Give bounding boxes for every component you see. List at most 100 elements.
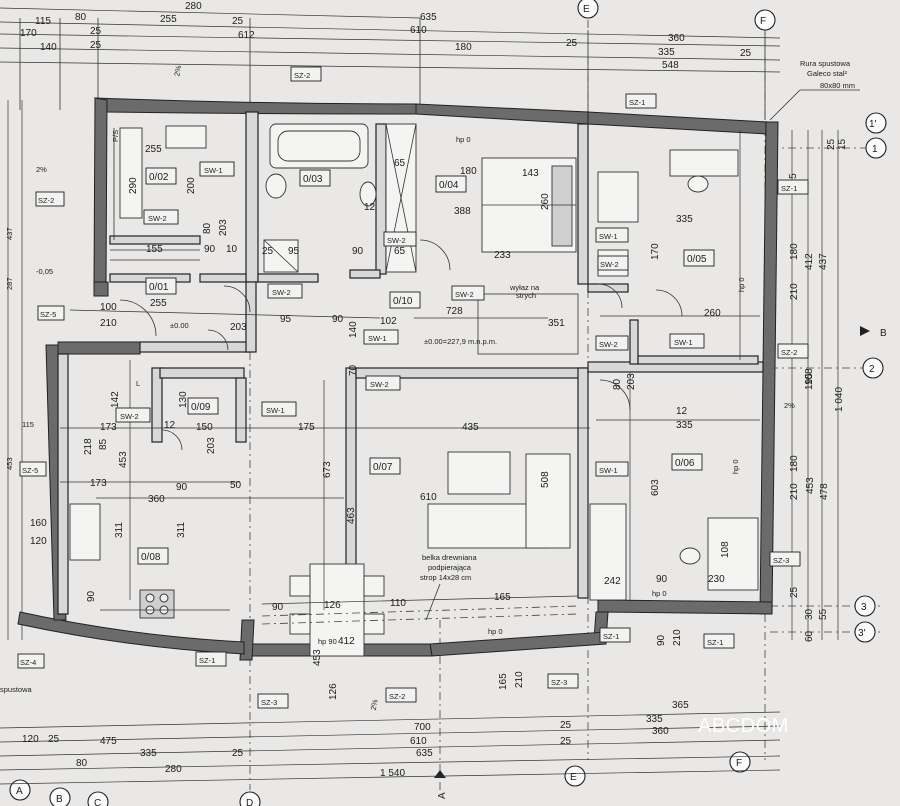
grid-label-3: 3 — [861, 602, 867, 613]
dim-int-102: 102 — [380, 316, 397, 327]
dim-int-351: 351 — [548, 318, 565, 329]
dim-bottom-365: 365 — [672, 700, 689, 711]
dim-int-70: 70 — [348, 364, 359, 376]
dim-int-230: 260 — [704, 308, 721, 319]
dim-int-728: 728 — [446, 306, 463, 317]
beam-note-2: podpierająca — [428, 563, 472, 572]
beam-note-1: belka drewniana — [422, 553, 477, 562]
downpipe-spec: Galeco stal² — [807, 69, 848, 78]
level-main: ±0.00=227,9 m.n.p.m. — [424, 337, 497, 346]
wall-label-sz2-bottom: SZ-2 — [389, 692, 405, 701]
dim-int-90f: 90 — [656, 574, 668, 585]
dim-right-180b: 180 — [789, 455, 800, 472]
dim-int-110: 242 — [604, 576, 621, 587]
dim-int-463: 463 — [346, 507, 357, 524]
dim-top-25b: 25 — [90, 26, 102, 37]
dim-int-175: 175 — [298, 422, 315, 433]
wall-label-sw2-c: SW-2 — [272, 288, 291, 297]
dim-right-478: 478 — [819, 483, 830, 500]
dim-top-255: 255 — [160, 14, 177, 25]
dim-int-335: 335 — [676, 420, 693, 431]
dim-int-90e: 412 — [338, 636, 355, 647]
room-label-0-08: 0/08 — [141, 552, 161, 563]
dim-int-200: 200 — [186, 177, 197, 194]
doors — [119, 239, 683, 451]
dim-int-150: 150 — [196, 422, 213, 433]
dim-int-65: 65 — [394, 158, 406, 169]
dim-top-115: 115 — [35, 16, 51, 27]
dim-int-255b: 255 — [150, 298, 167, 309]
dim-int-311: 311 — [114, 522, 125, 538]
dim-int-218: 85 — [98, 438, 109, 450]
wall-label-sz2-top: SZ-2 — [294, 71, 310, 80]
grid-label-e-top: E — [583, 4, 590, 15]
l-label: L — [136, 379, 140, 388]
wall-label-sz2-right: SZ-2 — [781, 348, 797, 357]
dim-top-610: 610 — [410, 25, 427, 36]
dim-left-453: 453 — [5, 457, 14, 470]
inner-walls — [57, 111, 764, 615]
grid-label-a-bottom: A — [16, 786, 23, 797]
dim-int-508: 508 — [540, 471, 551, 488]
room-label-0-05: 0/05 — [687, 254, 707, 265]
dim-int-75: 90 — [86, 590, 97, 602]
dim-right-195: 195 — [804, 373, 815, 390]
dim-top-170: 170 — [20, 28, 37, 39]
dim-int-95b: 95 — [280, 314, 292, 325]
dim-int-143: 143 — [522, 168, 539, 179]
room-label-0-04: 0/04 — [439, 180, 459, 191]
dim-right-30: 30 — [804, 608, 815, 620]
dim-int-140: 140 — [348, 321, 359, 338]
dim-left-160: 160 — [30, 518, 47, 529]
dim-bottom-610: 610 — [410, 736, 427, 747]
interior-dimension-texts: 255 200 290 203 80 155 90 10 25 95 100 2… — [86, 144, 731, 666]
room-label-0-01: 0/01 — [149, 282, 169, 293]
dim-right-210b: 210 — [789, 483, 800, 500]
wall-label-sw1-d: SW-1 — [674, 338, 693, 347]
dim-int-233: 233 — [494, 250, 511, 261]
wall-label-sz1-top: SZ-1 — [629, 98, 645, 107]
dim-int-80: 80 — [202, 222, 213, 234]
room-labels: 0/02 0/03 0/04 0/05 0/01 0/10 0/09 0/07 … — [137, 167, 715, 565]
wall-label-sz2-left: SZ-2 — [38, 196, 54, 205]
dim-int-115: 110 — [390, 598, 406, 609]
dim-bottom-25b: 25 — [560, 736, 572, 747]
dim-left-437: 437 — [5, 227, 14, 240]
dim-top-280: 280 — [185, 1, 202, 12]
hp0-bedroom: hp 0 — [456, 135, 471, 144]
attic-note-1: wyłaz na — [509, 283, 540, 292]
attic-note-2: strych — [516, 291, 536, 300]
beam-note-3: strop 14x28 cm — [420, 573, 471, 582]
room-label-0-03: 0/03 — [303, 174, 323, 185]
dim-int-90b: 90 — [332, 314, 344, 325]
dim-right-1040: 1 040 — [834, 387, 845, 412]
dim-int-242: 12 — [676, 406, 688, 417]
downpipe-size: 80x80 mm — [820, 81, 855, 90]
dim-int-203-hall: 203 — [206, 437, 217, 454]
wall-label-sw1-b: SW-1 — [368, 334, 387, 343]
room-label-0-06: 0/06 — [675, 458, 695, 469]
dim-int-412: 170 — [650, 243, 661, 260]
grid-label-d-bottom: D — [246, 798, 253, 806]
bottom-dimension-chains: 365 700 335 25 360 610 25 635 120 25 475… — [0, 629, 781, 785]
dim-right-60: 60 — [804, 630, 815, 642]
dim-int-165: 108 — [720, 541, 731, 558]
dim-int-130: 130 — [178, 391, 189, 408]
dim-top-25c: 25 — [90, 40, 102, 51]
slope-left: 2% — [36, 165, 47, 174]
dim-int-180: 180 — [460, 166, 477, 177]
dim-top-25d: 25 — [566, 38, 578, 49]
dim-right-25b: 25 — [826, 138, 837, 150]
dim-bottom-120: 120 — [22, 734, 39, 745]
downpipe-title: Rura spustowa — [800, 59, 851, 68]
dim-int-12: 12 — [364, 202, 376, 213]
hp90-bottom: hp 90 — [318, 637, 337, 646]
dim-bottom-1540: 1 540 — [380, 768, 405, 779]
dim-left-218: 218 — [83, 438, 94, 455]
dim-int-90c: 90 — [352, 246, 364, 257]
wall-label-sw2-d: SW-2 — [455, 290, 474, 299]
dim-int-12b: 12 — [164, 420, 176, 431]
dim-int-25: 25 — [262, 246, 274, 257]
wall-label-sz1-bottom-left: SZ-1 — [199, 656, 215, 665]
dim-bottom-335: 335 — [646, 714, 663, 725]
